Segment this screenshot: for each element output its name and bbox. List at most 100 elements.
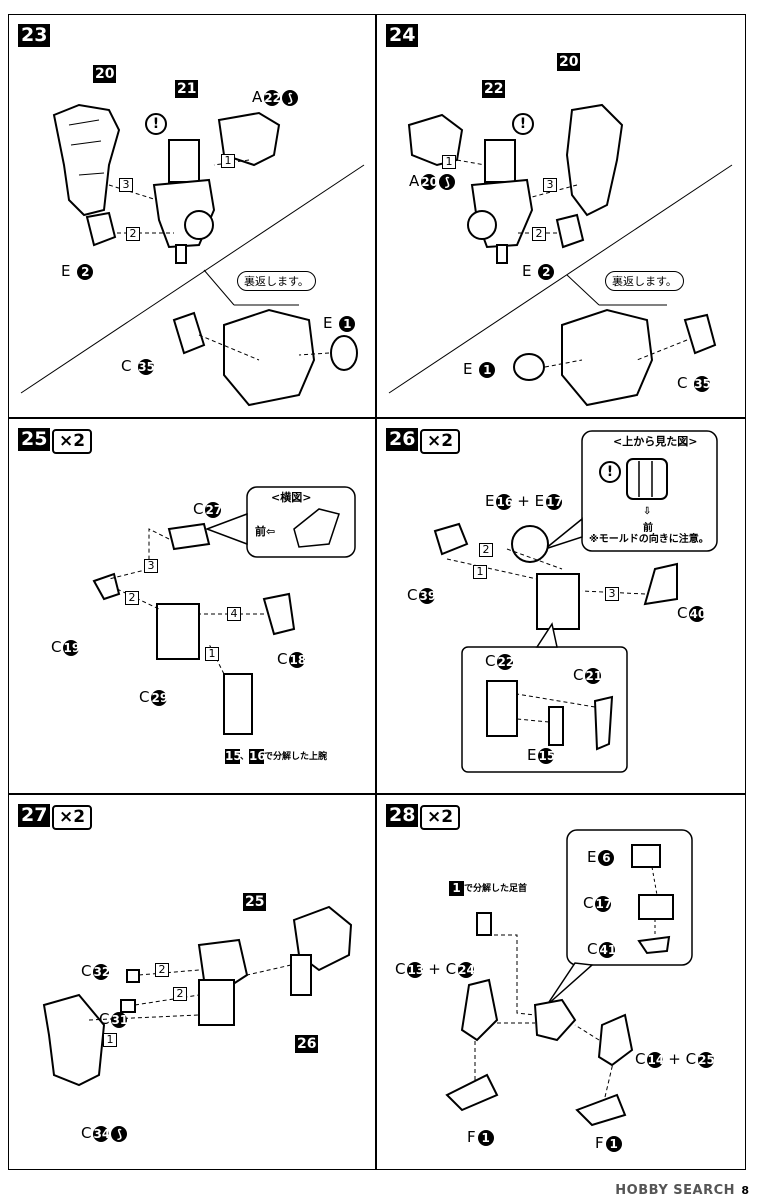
step-arrow-4: 4 (227, 607, 241, 621)
runner-letter: C (677, 604, 688, 622)
runner-letter: C (51, 638, 62, 656)
step-ref: 15 (225, 749, 242, 764)
step-number: 26 (386, 428, 419, 451)
part-number-badge: 29 (151, 689, 169, 706)
inset-title: <横図> (271, 491, 312, 504)
step-arrow-3: 3 (605, 587, 619, 601)
caution-icon: ! (512, 113, 534, 135)
runner-letter: A (409, 172, 420, 190)
part-number-badge: 24 (458, 961, 475, 978)
part-number-badge: 6 (598, 849, 615, 866)
runner-letter: C (81, 1124, 92, 1142)
step-24-illustration (388, 103, 733, 407)
runner-letter: C (587, 940, 598, 958)
step-28-illustration (445, 829, 693, 1127)
part-number-badge: 16 (496, 493, 514, 510)
plus-sign: + (517, 492, 530, 510)
part-number-badge: 17 (546, 493, 563, 510)
step-arrow-2b: 2 (173, 987, 187, 1001)
plus-sign: + (668, 1050, 681, 1068)
disassembled-upper-arm-note: 15、16で分解した上腕 (225, 749, 327, 764)
step-number: 23 (18, 24, 51, 47)
part-number-badge: 31 (111, 1011, 129, 1028)
part-number-badge: 22 (497, 653, 515, 670)
part-26-label: 26 (295, 1035, 319, 1053)
quantity-badge: ×2 (52, 805, 93, 830)
part-number-badge: 39 (419, 587, 437, 604)
runner-letter: E (463, 360, 473, 378)
part-number-badge: 1 (477, 1129, 494, 1146)
runner-letter: C (139, 688, 150, 706)
arrow-down-icon: ⇩ (643, 506, 652, 517)
step-arrow-1: 1 (205, 647, 219, 661)
step-arrow-2: 2 (126, 227, 140, 241)
runner-letter: C (407, 586, 418, 604)
part-number-badge: 13 (407, 961, 425, 978)
inset-front-label: ⇩前 (643, 503, 653, 537)
quantity-badge: ×2 (420, 429, 461, 454)
runner-letter: C (99, 1010, 110, 1028)
inset-title: <上から見た図> (613, 435, 698, 448)
cut-mark-icon: ⟆ (282, 89, 299, 106)
inset-front-label: 前⇦ (255, 523, 275, 540)
step-ref: 16 (249, 749, 266, 764)
part-number-badge: 34 (93, 1125, 111, 1142)
part-number-badge: 1 (479, 361, 496, 378)
runner-letter: C (685, 1050, 697, 1068)
part-e1-label: E 1 (323, 315, 356, 332)
step-arrow-2: 2 (532, 227, 546, 241)
step-arrow-2: 2 (479, 543, 493, 557)
runner-letter: E (587, 848, 597, 866)
runner-letter: E (534, 492, 545, 510)
step-number: 28 (386, 804, 419, 827)
note-text: で分解した上腕 (264, 752, 328, 762)
page-number: 8 (741, 1184, 749, 1197)
part-number-badge: 35 (138, 358, 155, 375)
part-21-label: 21 (175, 80, 199, 98)
runner-letter: F (467, 1128, 476, 1146)
caution-icon: ! (599, 461, 621, 483)
runner-letter: C (677, 374, 688, 392)
part-20-label: 20 (557, 53, 581, 71)
part-number-badge: 2 (77, 263, 94, 280)
runner-letter: C (193, 500, 204, 518)
step-arrow-3: 3 (119, 178, 133, 192)
part-number-badge: 20 (421, 173, 438, 190)
step-27-illustration (42, 905, 353, 1087)
part-number-badge: 32 (93, 963, 111, 980)
part-number-badge: 1 (339, 315, 356, 332)
step-25-illustration (92, 486, 356, 735)
step-number: 25 (18, 428, 51, 451)
runner-letter: E (522, 262, 532, 280)
step-arrow-1: 1 (221, 154, 235, 168)
part-25-label: 25 (243, 893, 267, 911)
part-number-badge: 35 (694, 375, 711, 392)
step-ref: 1 (449, 881, 464, 896)
cut-mark-icon: ⟆ (111, 1125, 128, 1142)
front-text: 前 (255, 525, 266, 538)
part-e1-label: E 1 (463, 360, 496, 378)
mold-orientation-note: ※モールドの向きに注意。 (589, 534, 709, 545)
part-number-badge: 15 (538, 747, 556, 764)
runner-letter: C (395, 960, 406, 978)
part-number-badge: 25 (698, 1051, 715, 1068)
note-text: で分解した足首 (464, 884, 528, 894)
